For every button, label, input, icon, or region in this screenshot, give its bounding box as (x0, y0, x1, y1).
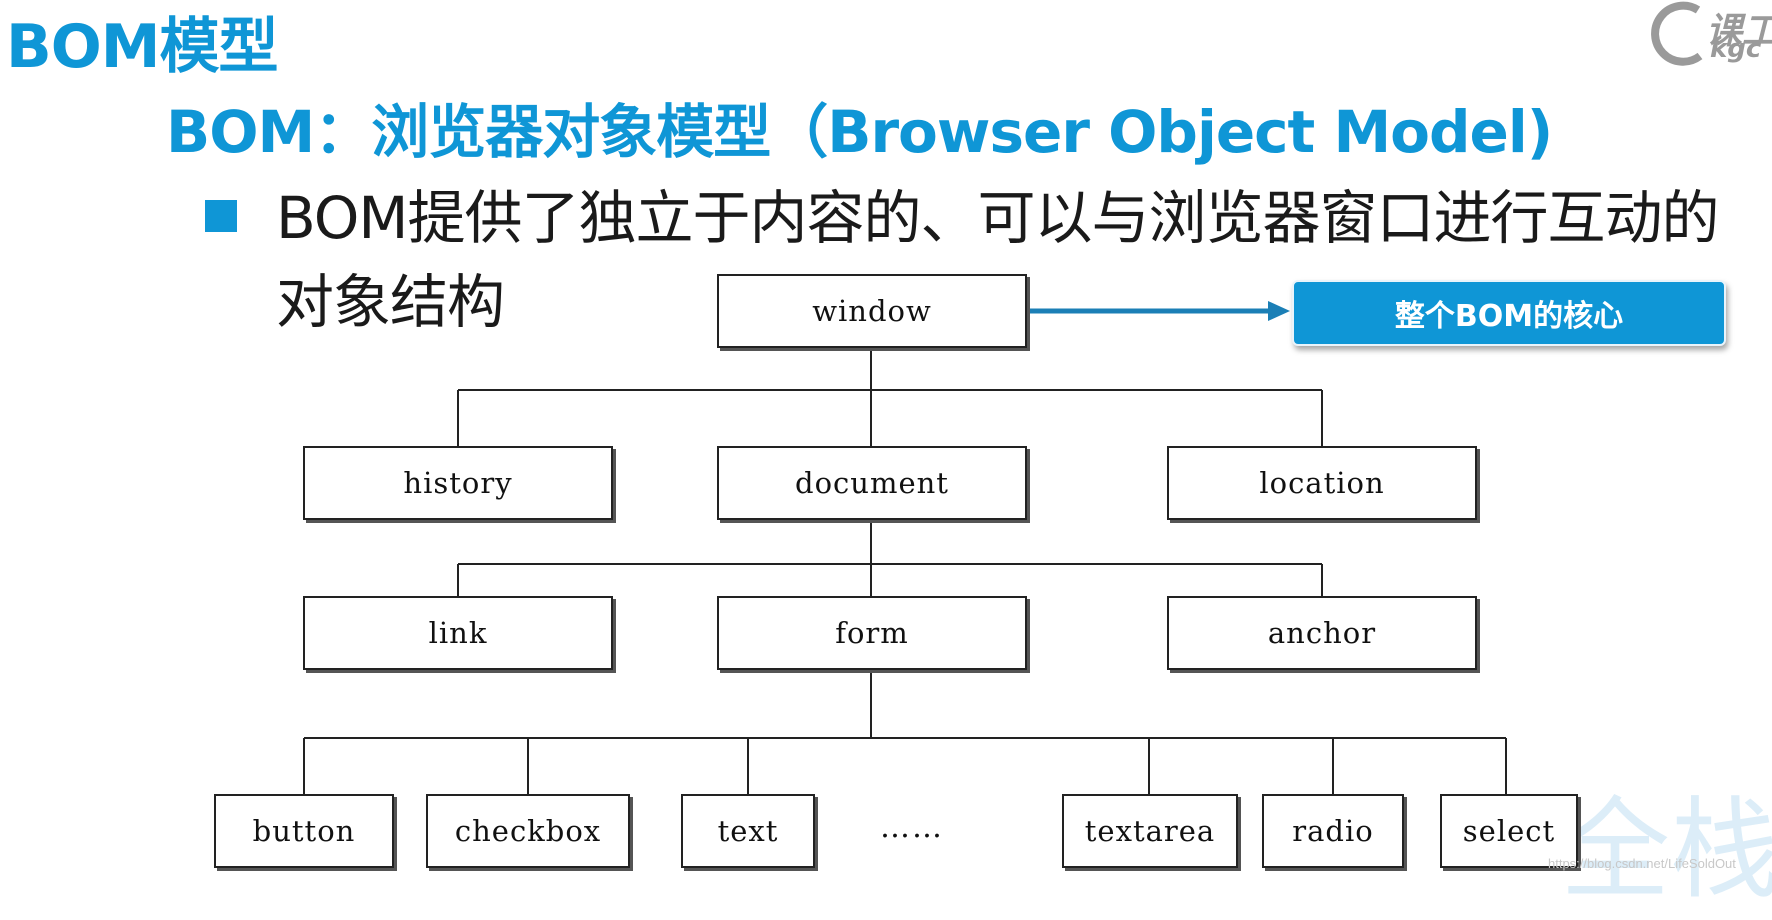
node-location: location (1167, 446, 1477, 520)
node-form: form (717, 596, 1027, 670)
logo-mark-icon (1651, 1, 1703, 66)
node-ellipsis: …… (880, 810, 944, 845)
page-title: BOM模型 (6, 12, 278, 82)
square-bullet-icon (205, 200, 237, 232)
node-checkbox: checkbox (426, 794, 630, 868)
node-document: document (717, 446, 1027, 520)
node-select: select (1440, 794, 1578, 868)
node-radio: radio (1262, 794, 1404, 868)
node-button: button (214, 794, 394, 868)
tree-connectors (303, 301, 1507, 794)
node-history: history (303, 446, 613, 520)
bullet-bom-definition-text: BOM：浏览器对象模型（Browser Object Model) (166, 98, 1553, 166)
logo-text: 课工 (1706, 11, 1772, 52)
node-textarea: textarea (1062, 794, 1238, 868)
node-link: link (303, 596, 613, 670)
window-callout-arrow (1020, 301, 1290, 321)
logo-subtext: kgc (1710, 34, 1762, 64)
node-text: text (681, 794, 815, 868)
node-window: window (717, 274, 1027, 348)
node-anchor: anchor (1167, 596, 1477, 670)
bullet-bom-description: BOM提供了独立于内容的、可以与浏览器窗口进行互动的对象结构 (276, 184, 1719, 336)
bullet-bom-definition: BOM：浏览器对象模型（Browser Object Model) (112, 92, 1553, 166)
callout-bom-core: 整个BOM的核心 (1292, 280, 1726, 346)
brand-logo: 课工 kgc (1628, 0, 1772, 66)
source-watermark: https://blog.csdn.net/LifeSoldOut (1548, 856, 1736, 871)
